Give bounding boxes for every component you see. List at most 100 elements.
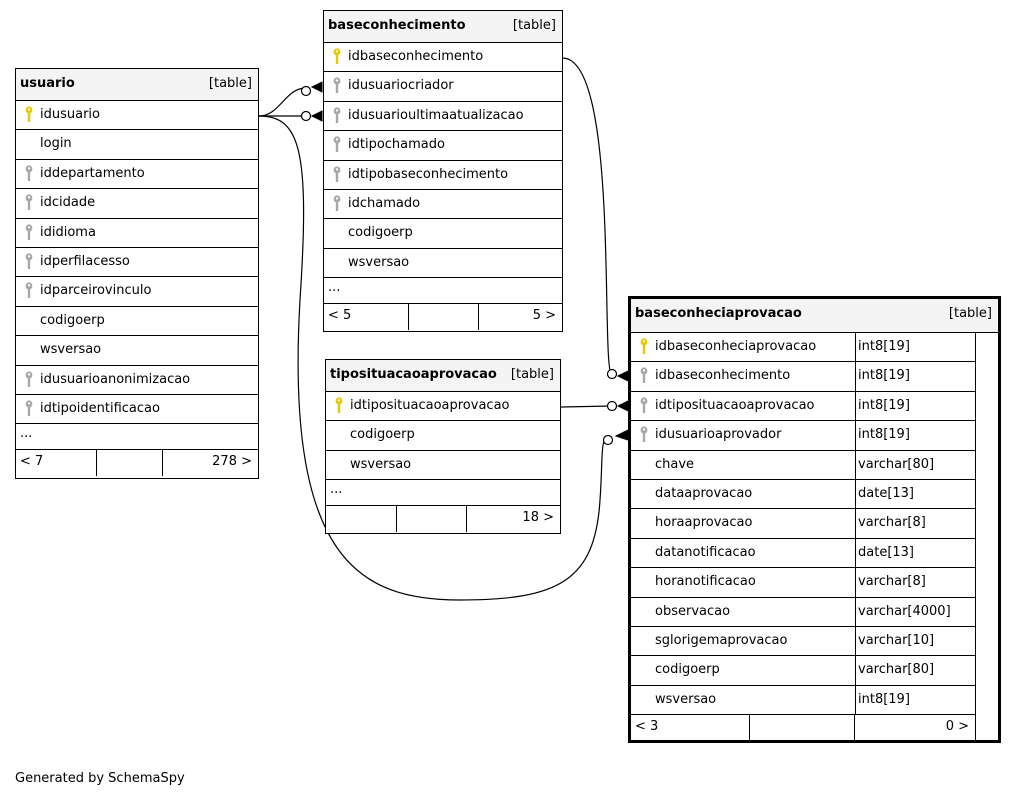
cardinality-circle [300, 85, 312, 97]
column-type: varchar[4000] [858, 603, 951, 619]
column-name: idtipochamado [348, 137, 445, 153]
column-row[interactable]: login [16, 130, 258, 160]
foreign-key-icon [640, 426, 648, 443]
children-count[interactable]: 18 > [522, 510, 554, 526]
column-type-cell: varchar[4000] [855, 597, 975, 626]
column-row[interactable]: wsversao [16, 336, 258, 366]
column-name: horaaprovacao [655, 515, 753, 531]
generated-by-label: Generated by SchemaSpy [15, 771, 185, 786]
column-name: wsversao [40, 342, 102, 358]
table-name: baseconheciaprovacao [635, 306, 802, 321]
column-type-cell: int8[19] [855, 421, 975, 450]
column-name: idtipoidentificacao [40, 400, 160, 416]
column-row[interactable]: idchamado [324, 190, 562, 220]
table-tipositua​caoaprovacao[interactable]: tipositua​caoaprovacao [table] idtiposit… [325, 359, 561, 534]
column-row[interactable]: codigoerp [324, 219, 562, 249]
column-row[interactable]: idbaseconhecimento [324, 43, 562, 73]
children-count[interactable]: 278 > [212, 454, 252, 470]
table-header: baseconheciaprovacao [table] [631, 299, 998, 333]
column-row[interactable]: wsversao [324, 249, 562, 279]
column-row[interactable]: codigoerp [16, 307, 258, 337]
column-row[interactable]: observacao varchar[4000] [631, 597, 975, 627]
column-name: idtipobaseconhecimento [348, 166, 509, 182]
foreign-key-icon [25, 194, 33, 211]
column-type-cell: date[13] [855, 479, 975, 509]
column-row[interactable]: idtipoidentificacao [16, 395, 258, 425]
table-footer: < 5 5 > [324, 304, 562, 331]
column-row[interactable]: codigoerp [326, 421, 560, 451]
column-type-cell: int8[19] [855, 333, 975, 362]
parents-count[interactable]: < 3 [631, 715, 750, 743]
parents-count[interactable]: < 7 [16, 450, 97, 477]
table-baseconheciaprovacao[interactable]: baseconheciaprovacao [table] idbaseconhe… [628, 296, 1001, 743]
column-row[interactable]: wsversao [326, 451, 560, 481]
column-name: idusuario [40, 107, 100, 122]
column-row[interactable]: idusuariocriador [324, 72, 562, 102]
column-type-cell: int8[19] [855, 391, 975, 421]
primary-key-icon [25, 106, 33, 122]
column-row[interactable]: idusuario [16, 101, 258, 131]
relation-usuario-idusuariocriador [258, 87, 307, 117]
column-row[interactable]: idusuarioultimaatualizacao [324, 102, 562, 132]
column-type-cell: date[13] [855, 538, 975, 568]
crowfoot-arrow [616, 400, 629, 412]
foreign-key-icon [640, 367, 648, 384]
parents-count[interactable]: < 5 [324, 304, 409, 331]
table-name: tipositua​caoaprovacao [330, 367, 497, 382]
column-list: idtipositua​caoaprovacao codigoerp wsversa… [326, 392, 560, 481]
column-name: iddepartamento [40, 165, 145, 181]
column-row[interactable]: idtipochamado [324, 131, 562, 161]
column-row[interactable]: idusuarioanonimizacao [16, 366, 258, 395]
cardinality-circle [300, 110, 312, 122]
column-row[interactable]: idtipositua​caoaprovacao int8[19] [631, 391, 975, 422]
column-type-cell: varchar[8] [855, 509, 975, 538]
column-name: codigoerp [350, 427, 415, 443]
column-type-cell: int8[19] [855, 685, 975, 715]
column-name: idusuarioanonimizacao [40, 371, 191, 387]
crowfoot-arrow [310, 81, 323, 93]
crowfoot-arrow [310, 110, 323, 122]
children-count[interactable]: 0 > [945, 719, 969, 735]
parents-count[interactable] [326, 506, 397, 533]
column-name: codigoerp [655, 662, 720, 678]
children-count[interactable]: 5 > [532, 308, 556, 324]
footer-spacer [397, 506, 467, 533]
column-name: horanotificacao [655, 574, 756, 590]
column-row[interactable]: iddepartamento [16, 160, 258, 190]
column-name: wsversao [348, 254, 410, 270]
column-name: idusuarioaprovador [655, 427, 782, 443]
column-row[interactable]: ididioma [16, 219, 258, 248]
table-header: tipositua​caoaprovacao [table] [326, 360, 560, 392]
column-type: date[13] [858, 485, 914, 501]
column-name: wsversao [655, 691, 717, 707]
column-name: idtipositua​caoaprovacao [655, 397, 815, 413]
column-row[interactable]: idusuarioaprovador int8[19] [631, 421, 975, 451]
column-row[interactable]: horaaprovacao varchar[8] [631, 509, 975, 539]
column-type: varchar[10] [858, 632, 935, 648]
column-type: varchar[8] [858, 515, 926, 531]
column-row[interactable]: idcidade [16, 189, 258, 219]
table-baseconhecimento[interactable]: baseconhecimento [table] idbaseconhecime… [323, 10, 563, 332]
column-row[interactable]: wsversao int8[19] [631, 685, 975, 716]
table-tag: [table] [510, 367, 554, 382]
column-row[interactable]: idtipositua​caoaprovacao [326, 392, 560, 422]
column-row[interactable]: idparceirovinculo [16, 277, 258, 307]
column-row[interactable]: idperfilacesso [16, 248, 258, 278]
foreign-key-icon [333, 136, 341, 153]
footer-spacer [750, 715, 855, 743]
column-name: observacao [655, 603, 731, 619]
column-row[interactable]: idtipobaseconhecimento [324, 161, 562, 190]
primary-key-icon [333, 48, 341, 64]
column-name: ididioma [40, 224, 96, 240]
